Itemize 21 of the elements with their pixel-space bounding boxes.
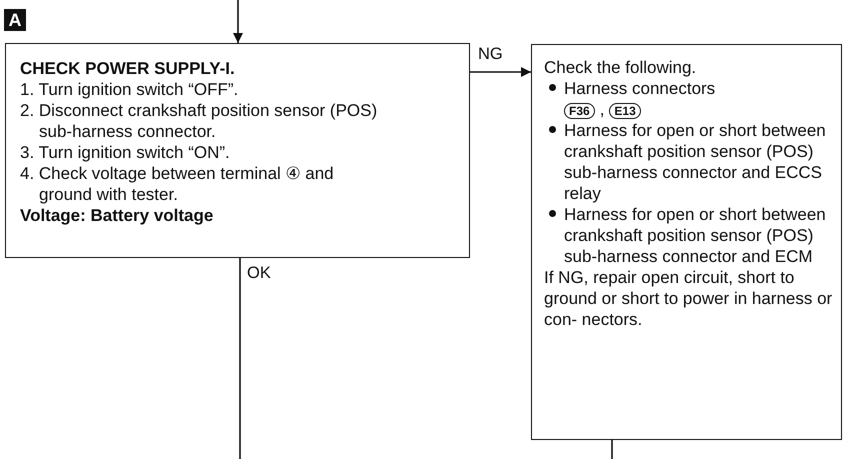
note-text: Check the following. — [544, 57, 698, 78]
connector-line — [239, 258, 241, 459]
note-text: If NG, repair open circuit, short to ground or short to power in harness or con- nectors. — [544, 267, 833, 330]
arrow — [233, 0, 243, 43]
step-text: 2. Disconnect crankshaft position sensor (POS) sub-harness connector. — [20, 100, 378, 142]
bullet-text: Harness for open or short between crankshaft position sensor (POS) sub-harness connector and ECCS relay — [564, 120, 827, 204]
step-text: 1. Turn ignition switch “OFF”. — [20, 79, 240, 100]
step-text: 4. Check voltage between terminal ④ and ground with tester. — [20, 163, 335, 205]
connector-line — [611, 440, 613, 459]
separator-text: , — [600, 99, 604, 120]
arrow — [470, 67, 531, 77]
connector-tag: F36 — [564, 103, 595, 119]
bullet-text: Harness for open or short between crankshaft position sensor (POS) sub-harness connector and ECM — [564, 204, 827, 267]
process-box — [5, 43, 470, 258]
section-badge: A — [4, 9, 26, 31]
step-heading: CHECK POWER SUPPLY-I. — [20, 58, 236, 79]
process-box — [531, 44, 842, 440]
step-text: 3. Turn ignition switch “ON”. — [20, 142, 231, 163]
spec-text: Voltage: Battery voltage — [20, 205, 214, 226]
connector-tag: E13 — [609, 103, 641, 119]
bullet-text: Harness connectors — [564, 78, 716, 99]
